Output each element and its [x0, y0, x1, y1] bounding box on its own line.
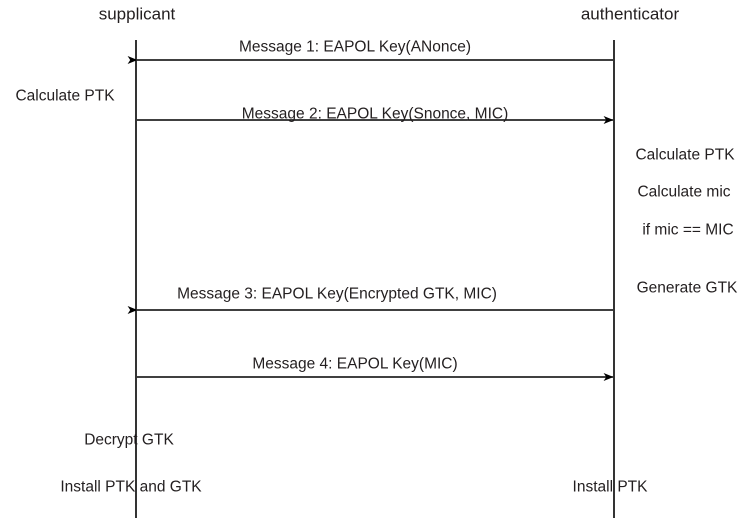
note-authenticator-install-ptk: Install PTK — [572, 478, 648, 496]
actor-label-authenticator: authenticator — [580, 4, 680, 24]
message-label-1: Message 1: EAPOL Key(ANonce) — [238, 38, 472, 56]
note-authenticator-calculate-ptk: Calculate PTK — [635, 146, 735, 164]
note-supplicant-install-ptk-and-gtk: Install PTK and GTK — [60, 478, 202, 496]
note-authenticator-compare-mic: if mic == MIC — [642, 221, 734, 239]
note-supplicant-decrypt-gtk: Decrypt GTK — [84, 431, 174, 449]
message-label-3: Message 3: EAPOL Key(Encrypted GTK, MIC) — [177, 285, 497, 303]
message-label-4: Message 4: EAPOL Key(MIC) — [252, 355, 458, 373]
note-authenticator-generate-gtk: Generate GTK — [636, 279, 738, 297]
message-label-2: Message 2: EAPOL Key(Snonce, MIC) — [241, 105, 509, 123]
actor-label-supplicant: supplicant — [98, 4, 176, 24]
note-supplicant-calculate-ptk: Calculate PTK — [15, 87, 115, 105]
note-authenticator-calculate-mic: Calculate mic — [637, 183, 731, 201]
